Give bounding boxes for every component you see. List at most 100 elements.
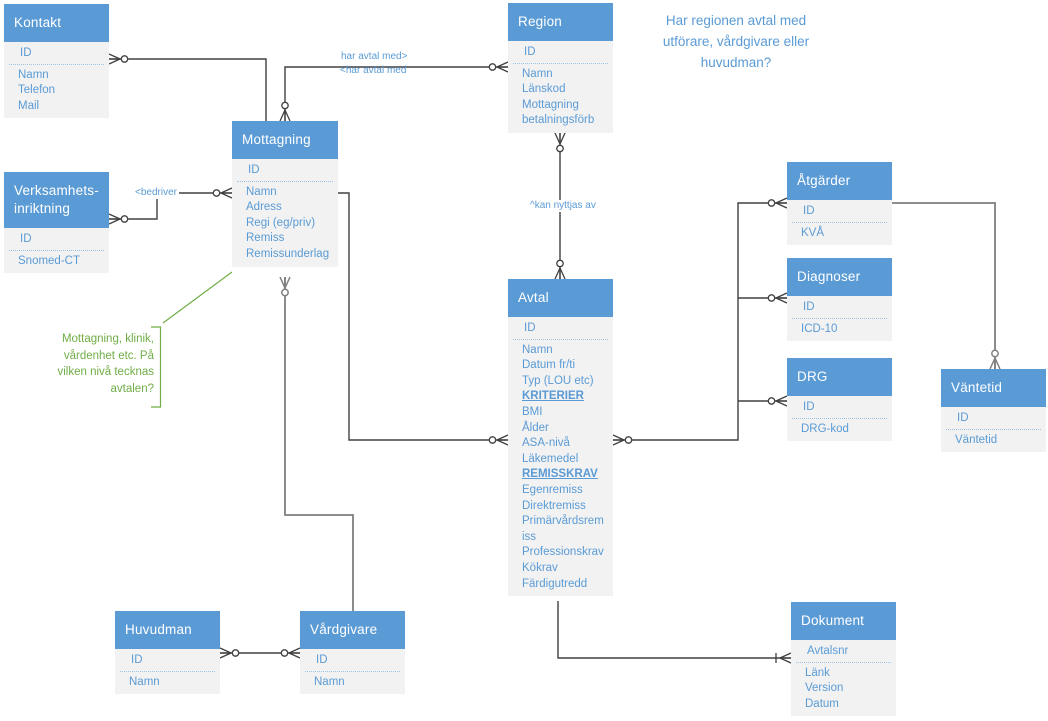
- entity-key-section: Avtalsnr: [796, 640, 891, 663]
- annotation-note-green[interactable]: Mottagning, klinik, vårdenhet etc. På vi…: [40, 331, 154, 397]
- entity-title-vantetid: Väntetid: [941, 369, 1046, 407]
- entity-fields-section: Snomed-CT: [9, 251, 104, 274]
- entity-title-verksamhetsinriktning: Verksamhets-inriktning: [4, 172, 109, 228]
- entity-field: KVÅ: [801, 226, 825, 239]
- entity-body: ID Snomed-CT: [4, 228, 109, 274]
- entity-field: Läkemedel: [522, 452, 579, 465]
- entity-title-atgarder: Åtgärder: [787, 162, 892, 200]
- entity-field: ID: [131, 654, 143, 666]
- entity-key-section: ID: [237, 159, 333, 182]
- connector-label-har-avtal-med-left[interactable]: <har avtal med: [340, 65, 407, 76]
- entity-key-section: ID: [792, 296, 887, 319]
- entity-field: Länk: [805, 666, 830, 679]
- entity-field: ID: [957, 412, 969, 424]
- entity-key-section: ID: [792, 200, 887, 223]
- entity-field: ID: [803, 301, 815, 313]
- connector-label-har-avtal-med-right[interactable]: har avtal med>: [341, 51, 408, 62]
- entity-field: Namn: [18, 68, 49, 81]
- annotation-line: avtalen?: [110, 382, 154, 395]
- entity-body: ID KVÅ: [787, 200, 892, 246]
- entity-field: ID: [524, 322, 536, 334]
- entity-field: Datum: [805, 697, 839, 710]
- connector-mottagning-avtal: [338, 192, 508, 441]
- entity-field: REMISSKRAV: [522, 468, 598, 481]
- entity-fields-section: ICD-10: [792, 319, 887, 342]
- entity-field: Datum fr/ti: [522, 359, 576, 372]
- annotation-question-blue[interactable]: Har regionen avtal med utförare, vårdgiv…: [655, 10, 817, 73]
- entity-title-kontakt: Kontakt: [4, 4, 109, 42]
- entity-field: Professionskrav: [522, 546, 604, 559]
- entity-field: ID: [524, 46, 536, 58]
- connector-verksamhet-mottagning: [109, 192, 232, 220]
- entity-field: Remiss: [246, 232, 285, 245]
- entity-title-avtal: Avtal: [508, 279, 613, 317]
- entity-field: BMI: [522, 405, 543, 418]
- connector-avtal-dokument: [557, 601, 791, 659]
- annotation-line: utförare, vårdgivare eller: [662, 34, 810, 49]
- connector-mottagning-vardgivare: [284, 277, 354, 611]
- entity-field: Remissunderlag: [246, 247, 330, 260]
- entity-field: ID: [248, 164, 260, 176]
- entity-field: Ålder: [522, 421, 549, 434]
- entity-field: ID: [803, 401, 815, 413]
- entity-title-dokument: Dokument: [791, 602, 896, 640]
- entity-key-section: ID: [513, 41, 608, 64]
- annotation-line: Har regionen avtal med: [665, 13, 807, 28]
- entity-field: Primärvårdsremiss: [522, 515, 604, 543]
- entity-field: ID: [20, 47, 32, 59]
- entity-field: ID: [20, 233, 32, 245]
- entity-field: Länskod: [522, 83, 566, 96]
- entity-field: ID: [803, 205, 815, 217]
- entity-key-section: ID: [9, 42, 104, 65]
- entity-field: Avtalsnr: [807, 645, 849, 657]
- connector-kontakt-mottagning: [109, 58, 267, 121]
- annotation-line: Mottagning, klinik,: [61, 333, 154, 345]
- entity-fields-section: Namn: [120, 672, 215, 695]
- connector-atgarder-vantetid: [892, 202, 996, 369]
- crowsfoot-symbols-gray: [279, 276, 1001, 370]
- entity-field: DRG-kod: [801, 422, 849, 435]
- entity-field: betalningsförb: [522, 114, 595, 127]
- entity-field: KRITERIER: [522, 390, 584, 403]
- green-leader-line: [162, 271, 233, 324]
- entity-body: ID ICD-10: [787, 296, 892, 342]
- connector-label-kan-nyttjas-av[interactable]: ^kan nyttjas av: [528, 200, 598, 212]
- entity-field: ASA-nivå: [522, 437, 570, 450]
- annotation-line: vilken nivå tecknas: [57, 366, 154, 378]
- entity-fields-section: KVÅ: [792, 223, 887, 246]
- entity-field: Namn: [129, 675, 160, 688]
- annotation-line: vårdenhet etc. På: [63, 349, 154, 362]
- entity-field: Namn: [522, 343, 553, 356]
- entity-field: Mottagning: [522, 98, 579, 111]
- entity-field: Version: [805, 682, 844, 695]
- entity-field: Snomed-CT: [18, 254, 80, 267]
- entity-field: Färdigutredd: [522, 577, 588, 590]
- entity-field: Regi (eg/priv): [246, 216, 316, 229]
- entity-body: ID DRG-kod: [787, 396, 892, 442]
- connector-label-bedriver[interactable]: <bedriver: [133, 187, 179, 199]
- entity-fields-section: DRG-kod: [792, 419, 887, 442]
